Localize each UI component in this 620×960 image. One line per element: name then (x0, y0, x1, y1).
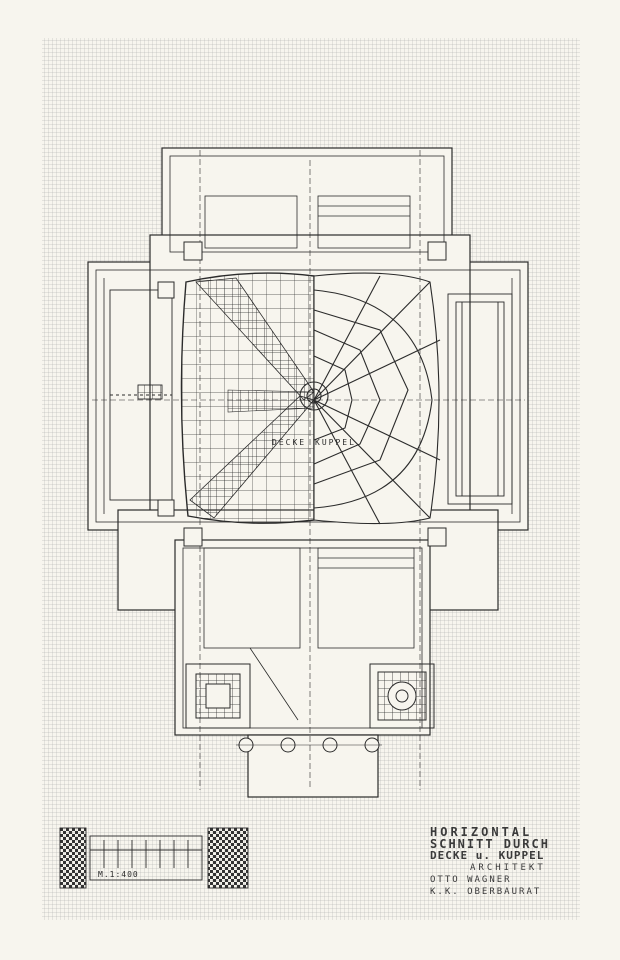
dome-right (299, 272, 441, 525)
title-line-3: DECKE u. KUPPEL (430, 849, 545, 862)
lower-left-tower (185, 663, 251, 729)
dome-label: KUPPEL (315, 438, 356, 447)
corner-pylons (157, 241, 447, 547)
title-line-6: K.K. OBERBAURAT (430, 887, 542, 897)
right-wing-room (447, 293, 513, 505)
left-wing-room (109, 289, 173, 501)
lower-nave (203, 547, 415, 721)
title-line-1: HORIZONTAL (430, 825, 533, 839)
top-rooms (204, 195, 411, 249)
lower-right-tower (369, 663, 435, 729)
ceiling-grid-left (180, 272, 315, 524)
title-line-4: ARCHITEKT (470, 863, 546, 873)
scale-label: M.1:400 (98, 870, 139, 879)
scale-bar (59, 827, 249, 889)
ceiling-label: DECKE (272, 438, 307, 447)
title-block: HORIZONTAL SCHNITT DURCH DECKE u. KUPPEL… (430, 826, 570, 898)
title-line-5: OTTO WAGNER (430, 875, 512, 885)
title-line-2: SCHNITT DURCH (430, 837, 550, 851)
portico-columns (236, 737, 382, 753)
